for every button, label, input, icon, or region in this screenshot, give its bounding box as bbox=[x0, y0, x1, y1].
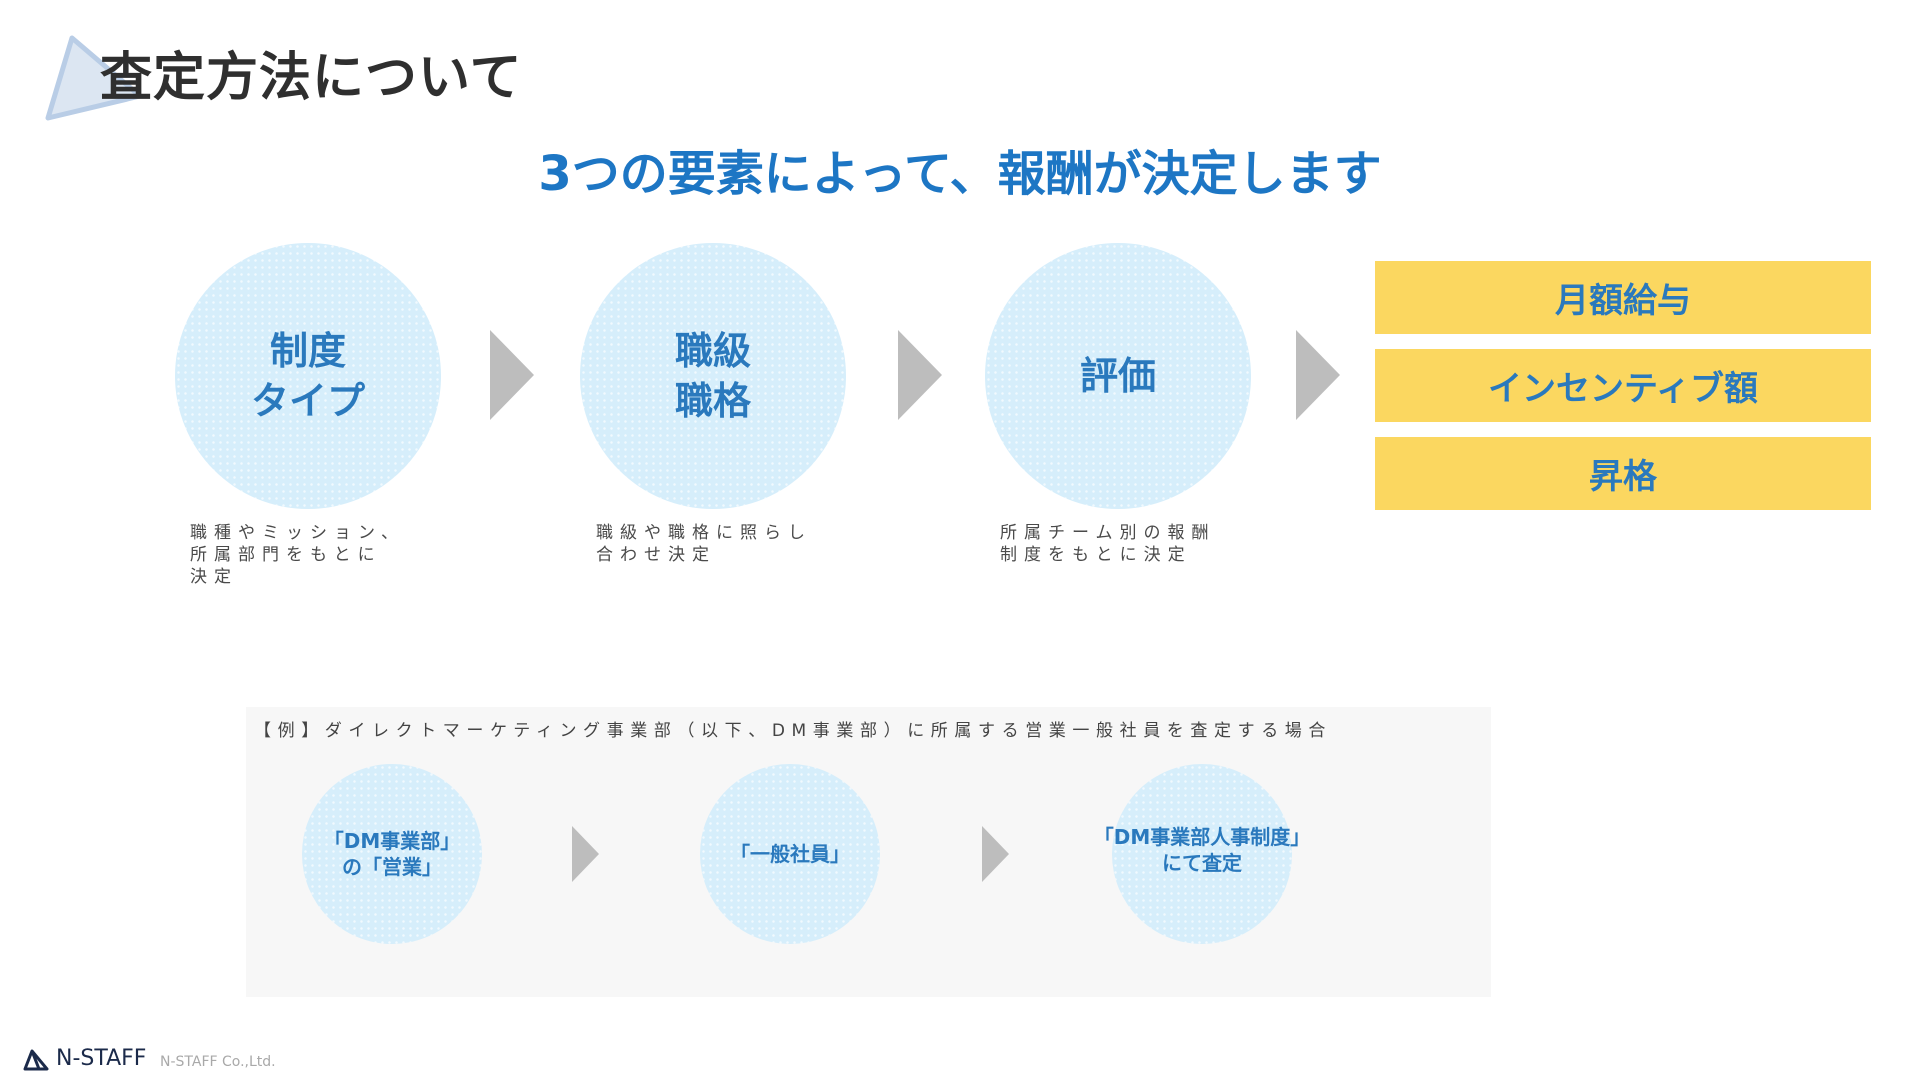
n-staff-logo-icon bbox=[23, 1049, 49, 1071]
example-step-circle: 「DM事業部」 の「営業」 bbox=[302, 764, 482, 944]
factor-circle-evaluation: 評価 bbox=[985, 243, 1251, 509]
factor-label: 制度 タイプ bbox=[250, 329, 365, 423]
page-title: 査定方法について bbox=[100, 48, 523, 108]
result-box-promotion: 昇格 bbox=[1375, 437, 1871, 510]
factor-description: 職種やミッション、 所属部門をもとに 決定 bbox=[190, 523, 405, 587]
arrow-right-icon bbox=[490, 330, 534, 420]
factor-label: 評価 bbox=[1079, 354, 1156, 398]
factor-label: 職級 職格 bbox=[674, 329, 751, 423]
arrow-right-icon bbox=[898, 330, 942, 420]
arrow-right-icon bbox=[572, 826, 599, 882]
title-triangle-decoration bbox=[45, 35, 143, 121]
factor-circle-system-type: 制度 タイプ bbox=[175, 243, 441, 509]
factor-circle-job-grade: 職級 職格 bbox=[580, 243, 846, 509]
result-box-monthly-salary: 月額給与 bbox=[1375, 261, 1871, 334]
example-step-circle: 「一般社員」 bbox=[700, 764, 880, 944]
headline: 3つの要素によって、報酬が決定します bbox=[538, 146, 1382, 202]
example-step-label: 「一般社員」 bbox=[730, 842, 850, 866]
example-step-label: 「DM事業部人事制度」 にて査定 bbox=[1093, 825, 1311, 875]
example-step-circle bbox=[1112, 764, 1292, 944]
example-caption: 【例】ダイレクトマーケティング事業部（以下、DM事業部）に所属する営業一般社員を… bbox=[254, 721, 1332, 741]
footer-brand: N-STAFF bbox=[56, 1046, 147, 1071]
arrow-right-icon bbox=[1296, 330, 1340, 420]
result-box-incentive: インセンティブ額 bbox=[1375, 349, 1871, 422]
factor-description: 職級や職格に照らし 合わせ決定 bbox=[596, 523, 812, 565]
footer-company: N-STAFF Co.,Ltd. bbox=[160, 1054, 276, 1070]
arrow-right-icon bbox=[982, 826, 1009, 882]
factor-description: 所属チーム別の報酬 制度をもとに決定 bbox=[1000, 523, 1216, 565]
example-step-label: 「DM事業部」 の「営業」 bbox=[323, 829, 461, 879]
